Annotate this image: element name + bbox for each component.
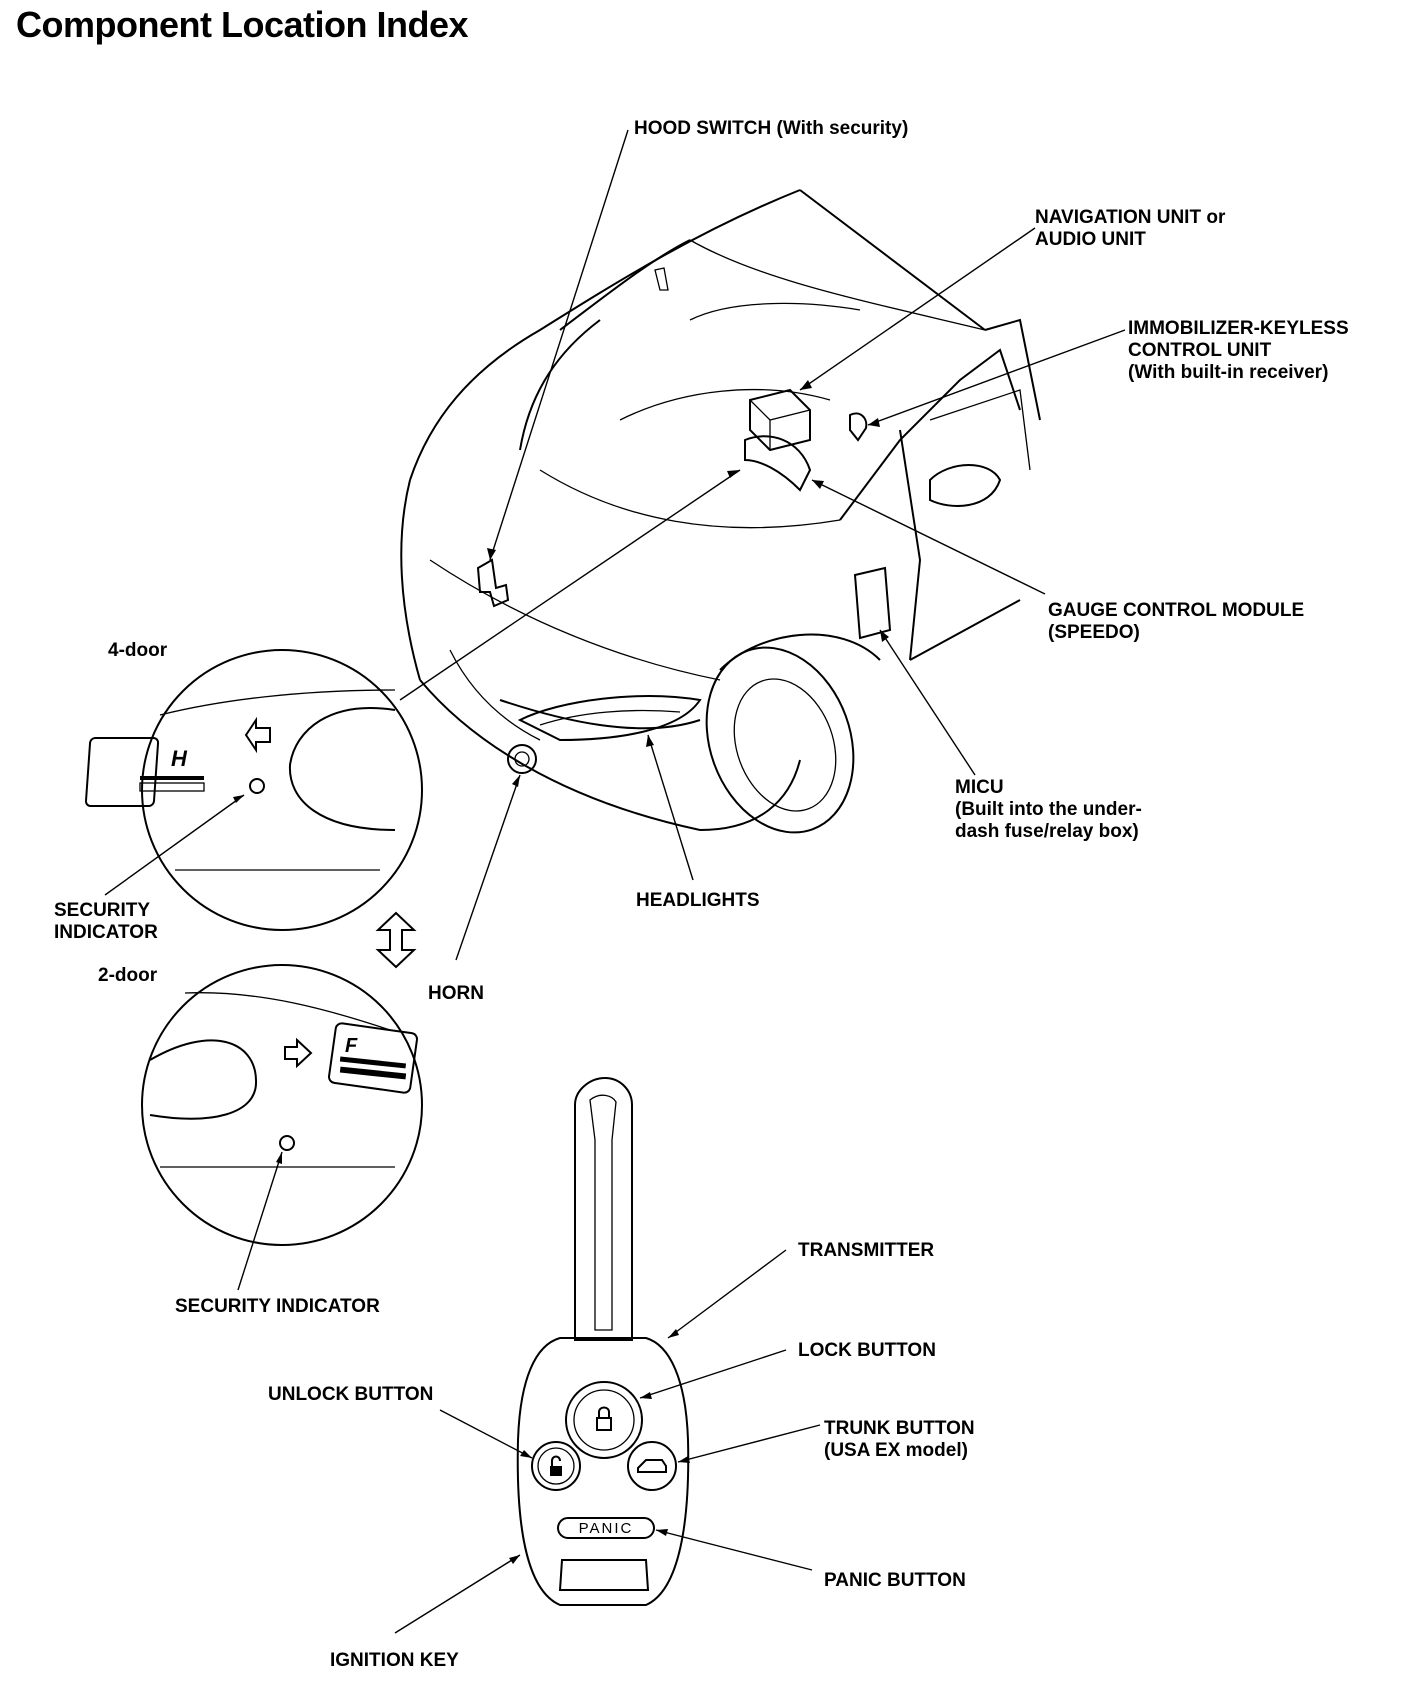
label-immobilizer-line-1: IMMOBILIZER-KEYLESS — [1128, 318, 1349, 339]
label-immobilizer-line-2: CONTROL UNIT — [1128, 340, 1272, 361]
label-4-door: 4-door — [108, 640, 167, 662]
label-micu-line-3: dash fuse/relay box) — [955, 821, 1139, 842]
inset-2-door: F — [141, 964, 423, 1246]
label-security-indicator-2-door: SECURITY INDICATOR — [175, 1296, 380, 1318]
label-security-indicator-4-door-line-2: INDICATOR — [54, 922, 158, 943]
label-security-indicator-2-door-line-1: SECURITY INDICATOR — [175, 1296, 380, 1317]
label-gauge-control-module-line-2: (SPEEDO) — [1048, 622, 1140, 643]
label-navigation-unit-line-1: NAVIGATION UNIT or — [1035, 207, 1226, 228]
label-micu-line-1: MICU — [955, 777, 1004, 798]
label-micu-line-2: (Built into the under- — [955, 799, 1142, 820]
label-security-indicator-4-door: SECURITY INDICATOR — [54, 900, 158, 944]
label-unlock-button: UNLOCK BUTTON — [268, 1384, 433, 1406]
inset-4-door: H — [84, 649, 423, 931]
label-panic-button-line-1: PANIC BUTTON — [824, 1570, 966, 1591]
label-lock-button-line-1: LOCK BUTTON — [798, 1340, 936, 1361]
label-horn: HORN — [428, 983, 484, 1005]
label-security-indicator-4-door-line-1: SECURITY — [54, 900, 151, 921]
label-trunk-button: TRUNK BUTTON (USA EX model) — [824, 1418, 975, 1462]
label-4-door-line-1: 4-door — [108, 640, 168, 661]
label-trunk-button-line-2: (USA EX model) — [824, 1440, 968, 1461]
label-2-door-line-1: 2-door — [98, 965, 158, 986]
label-hood-switch-line-1: HOOD SWITCH (With security) — [634, 118, 909, 139]
leader-lines — [104, 129, 1126, 1634]
label-navigation-unit: NAVIGATION UNIT or AUDIO UNIT — [1035, 207, 1225, 251]
label-trunk-button-line-1: TRUNK BUTTON — [824, 1418, 975, 1439]
swap-arrow-icon — [375, 911, 417, 969]
car-illustration — [400, 189, 1041, 834]
label-immobilizer: IMMOBILIZER-KEYLESS CONTROL UNIT (With b… — [1128, 318, 1349, 384]
remote-panic-text: PANIC — [579, 1520, 634, 1537]
gauge-2door-letter: F — [345, 1035, 358, 1057]
label-transmitter: TRANSMITTER — [798, 1240, 934, 1262]
label-unlock-button-line-1: UNLOCK BUTTON — [268, 1384, 434, 1405]
gauge-2door: F — [328, 1022, 418, 1094]
label-headlights: HEADLIGHTS — [636, 890, 760, 912]
label-navigation-unit-line-2: AUDIO UNIT — [1035, 229, 1146, 250]
page-title: Component Location Index — [16, 4, 469, 45]
label-ignition-key: IGNITION KEY — [330, 1650, 459, 1672]
label-panic-button: PANIC BUTTON — [824, 1570, 966, 1592]
label-micu: MICU (Built into the under- dash fuse/re… — [955, 777, 1142, 843]
label-2-door: 2-door — [98, 965, 157, 987]
label-gauge-control-module: GAUGE CONTROL MODULE (SPEEDO) — [1048, 600, 1304, 644]
label-headlights-line-1: HEADLIGHTS — [636, 890, 760, 911]
gauge-4door: H — [84, 737, 205, 807]
label-horn-line-1: HORN — [428, 983, 484, 1004]
label-gauge-control-module-line-1: GAUGE CONTROL MODULE — [1048, 600, 1305, 621]
label-lock-button: LOCK BUTTON — [798, 1340, 936, 1362]
label-ignition-key-line-1: IGNITION KEY — [330, 1650, 459, 1671]
remote-key: PANIC — [516, 1076, 690, 1606]
gauge-4door-letter: H — [171, 746, 188, 771]
label-immobilizer-line-3: (With built-in receiver) — [1128, 362, 1329, 383]
label-hood-switch: HOOD SWITCH (With security) — [634, 118, 908, 140]
label-transmitter-line-1: TRANSMITTER — [798, 1240, 935, 1261]
